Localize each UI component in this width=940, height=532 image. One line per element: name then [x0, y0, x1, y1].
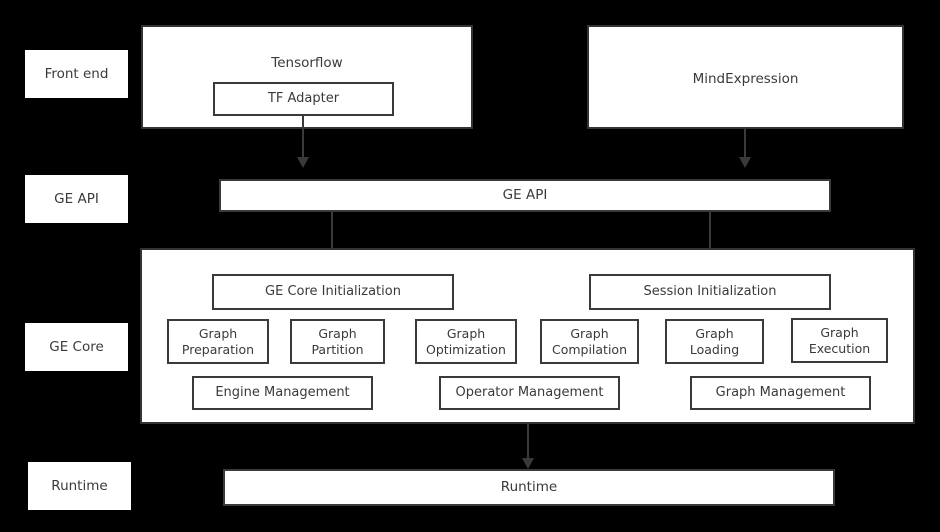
- manager-operator-management[interactable]: Operator Management: [439, 376, 620, 410]
- module-graph-preparation-label: Graph Preparation: [181, 325, 255, 357]
- connector-ge-api-to-session-init: [709, 212, 711, 254]
- stage-label-ge-api-text: GE API: [54, 190, 99, 207]
- stage-label-runtime: Runtime: [28, 462, 131, 510]
- arrowhead-tf-adapter-to-ge-api: [297, 157, 309, 168]
- arrowhead-mindexpression-to-ge-api: [739, 157, 751, 168]
- manager-engine-management[interactable]: Engine Management: [192, 376, 373, 410]
- ge-api-bar-label: GE API: [502, 187, 548, 204]
- session-initialization-label: Session Initialization: [643, 283, 777, 299]
- manager-graph-management-label: Graph Management: [715, 384, 846, 400]
- mindexpression-container: MindExpression: [587, 25, 904, 129]
- stage-label-ge-core: GE Core: [25, 323, 128, 371]
- ge-core-initialization-box[interactable]: GE Core Initialization: [212, 274, 454, 310]
- connector-ge-api-to-core-init: [331, 212, 333, 254]
- runtime-bar[interactable]: Runtime: [223, 469, 835, 506]
- runtime-bar-label: Runtime: [500, 479, 558, 496]
- ge-core-initialization-label: GE Core Initialization: [265, 283, 401, 299]
- tf-adapter-box[interactable]: TF Adapter: [213, 82, 394, 116]
- manager-engine-management-label: Engine Management: [215, 384, 350, 400]
- module-graph-loading[interactable]: Graph Loading: [665, 319, 764, 364]
- tensorflow-title: Tensorflow: [271, 55, 343, 71]
- module-graph-compilation[interactable]: Graph Compilation: [540, 319, 639, 364]
- module-graph-preparation[interactable]: Graph Preparation: [167, 319, 269, 364]
- connector-tf-adapter-to-ge-api: [302, 116, 304, 161]
- module-graph-partition-label: Graph Partition: [311, 325, 364, 357]
- stage-label-runtime-text: Runtime: [51, 477, 108, 494]
- session-initialization-box[interactable]: Session Initialization: [589, 274, 831, 310]
- stage-label-ge-api: GE API: [25, 175, 128, 223]
- manager-graph-management[interactable]: Graph Management: [690, 376, 871, 410]
- arrowhead-ge-core-to-runtime: [522, 458, 534, 469]
- tf-adapter-label: TF Adapter: [267, 90, 340, 106]
- connector-ge-core-to-runtime: [527, 424, 529, 462]
- manager-operator-management-label: Operator Management: [455, 384, 604, 400]
- module-graph-compilation-label: Graph Compilation: [551, 325, 628, 357]
- connector-mindexpression-to-ge-api: [744, 129, 746, 161]
- ge-api-bar[interactable]: GE API: [219, 179, 831, 212]
- stage-label-front-end-text: Front end: [44, 65, 109, 82]
- module-graph-optimization-label: Graph Optimization: [426, 325, 506, 357]
- stage-label-front-end: Front end: [25, 50, 128, 98]
- module-graph-loading-label: Graph Loading: [689, 325, 740, 357]
- module-graph-execution-label: Graph Execution: [808, 324, 871, 356]
- module-graph-partition[interactable]: Graph Partition: [290, 319, 385, 364]
- stage-label-ge-core-text: GE Core: [49, 338, 104, 355]
- mindexpression-title: MindExpression: [692, 71, 799, 87]
- module-graph-optimization[interactable]: Graph Optimization: [415, 319, 517, 364]
- module-graph-execution[interactable]: Graph Execution: [791, 318, 888, 363]
